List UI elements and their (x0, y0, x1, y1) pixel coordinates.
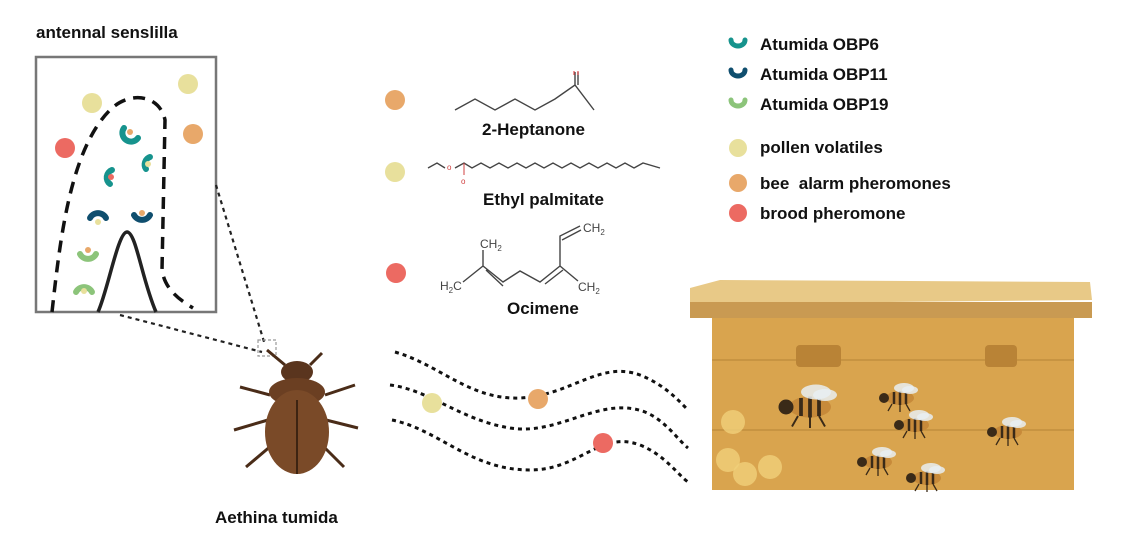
pollen-volatile-dot (422, 393, 442, 413)
obp6-icon (728, 37, 748, 49)
legend-label: Atumida OBP6 (760, 35, 879, 54)
legend: Atumida OBP6 Atumida OBP11 Atumida OBP19… (728, 35, 951, 223)
pollen-dot-icon (729, 139, 747, 157)
brood-pheromone-dot (593, 433, 613, 453)
atom-label: CH2 (583, 221, 605, 237)
svg-text:o: o (447, 163, 452, 172)
compound-name-heptanone: 2-Heptanone (482, 120, 585, 139)
zoom-region-box (257, 339, 277, 357)
compound-dot-ethyl-palmitate (385, 162, 405, 182)
alarm-pheromone-dot (528, 389, 548, 409)
compound-dot-ocimene (386, 263, 406, 283)
compound-name-ethyl-palmitate: Ethyl palmitate (483, 190, 604, 209)
compound-dot-heptanone (385, 90, 405, 110)
legend-label: pollen volatiles (760, 138, 883, 157)
svg-text:o: o (461, 177, 466, 186)
legend-label: brood pheromone (760, 204, 905, 223)
beetle-illustration (233, 348, 359, 474)
legend-label: Atumida OBP19 (760, 95, 888, 114)
obp11-icon (728, 67, 748, 79)
odor-trails (389, 350, 690, 484)
atom-label: H2C (440, 279, 462, 295)
beehive-illustration (690, 280, 1092, 494)
inset-title: antennal senslilla (36, 23, 178, 42)
compound-name-ocimene: Ocimene (507, 299, 579, 318)
zoom-connector (119, 184, 267, 354)
structure-ocimene: CH2 H2C CH2 CH2 (440, 221, 605, 296)
organism-label: Aethina tumida (215, 508, 338, 527)
alarm-dot-icon (729, 174, 747, 192)
structure-2-heptanone (454, 72, 595, 111)
obp19-icon (728, 97, 748, 109)
antennal-sensillum-inset (34, 55, 218, 314)
brood-dot-icon (729, 204, 747, 222)
structure-ethyl-palmitate: o o (427, 162, 661, 186)
atom-label: CH2 (480, 237, 502, 253)
legend-label: Atumida OBP11 (760, 65, 888, 84)
legend-label: bee alarm pheromones (760, 174, 951, 193)
atom-label: CH2 (578, 280, 600, 296)
